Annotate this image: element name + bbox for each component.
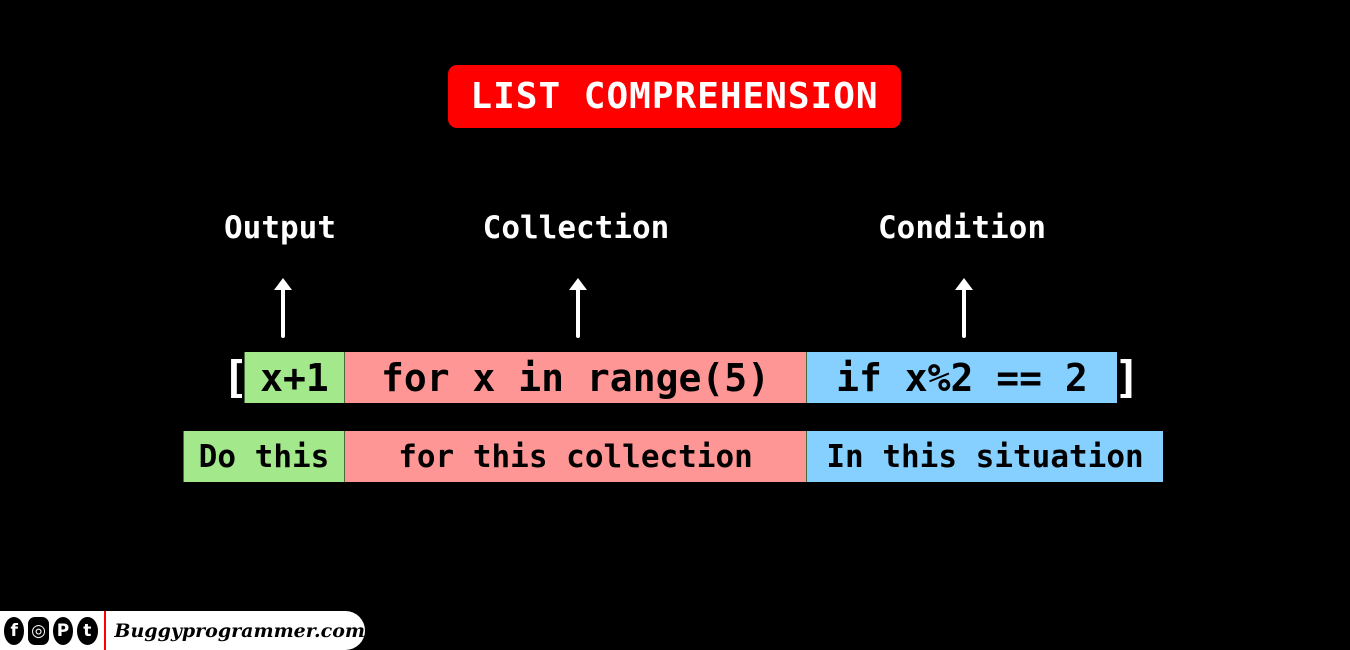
arrow-up-icon: [955, 278, 973, 338]
label-output: Output: [224, 210, 336, 246]
twitter-icon[interactable]: t: [77, 616, 98, 645]
code-line: x+1 for x in range(5) if x%2 == 2: [244, 352, 1117, 403]
code-collection: for x in range(5): [344, 352, 806, 403]
facebook-icon[interactable]: f: [4, 616, 25, 645]
pinterest-icon[interactable]: P: [52, 616, 74, 645]
description-line: Do this for this collection In this situ…: [183, 431, 1163, 482]
code-output: x+1: [244, 352, 344, 403]
label-condition: Condition: [878, 210, 1046, 246]
arrow-up-icon: [274, 278, 292, 338]
site-link[interactable]: Buggyprogrammer.com: [114, 619, 365, 642]
desc-condition: In this situation: [806, 431, 1163, 482]
code-condition: if x%2 == 2: [806, 352, 1117, 403]
desc-collection: for this collection: [344, 431, 806, 482]
label-collection: Collection: [482, 210, 670, 246]
footer-divider: [103, 611, 107, 650]
page-title: LIST COMPREHENSION: [448, 65, 901, 128]
arrow-up-icon: [569, 278, 587, 338]
close-bracket: ]: [1114, 352, 1141, 403]
desc-output: Do this: [183, 431, 344, 482]
footer-badge: f ◎ P t Buggyprogrammer.com: [0, 611, 365, 650]
instagram-icon[interactable]: ◎: [28, 616, 49, 645]
